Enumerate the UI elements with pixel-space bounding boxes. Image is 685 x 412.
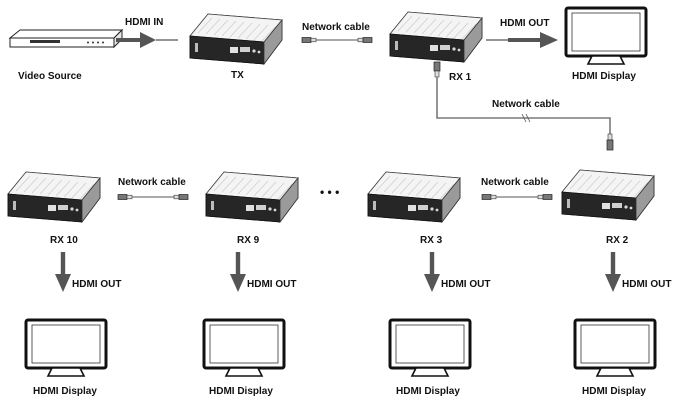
network-cable-label-mid: Network cable <box>492 99 560 110</box>
hdmi-out-label-rx3: HDMI OUT <box>441 279 490 290</box>
hdmi-display-icon <box>24 318 108 378</box>
network-cable-label-right: Network cable <box>481 177 549 188</box>
rx2-device-icon <box>561 169 655 221</box>
rx3-label: RX 3 <box>420 235 443 246</box>
hdmi-display-label-rx2: HDMI Display <box>582 386 646 397</box>
hdmi-out-label-rx10: HDMI OUT <box>72 279 121 290</box>
rx1-label: RX 1 <box>449 72 472 83</box>
network-cable-icon <box>433 61 614 151</box>
video-source-label: Video Source <box>18 71 82 82</box>
hdmi-display-label-rx9: HDMI Display <box>209 386 273 397</box>
hdmi-display-icon <box>573 318 657 378</box>
hdmi-in-arrow-icon <box>116 32 178 48</box>
network-cable-icon <box>481 193 553 201</box>
tx-label: TX <box>231 70 244 81</box>
network-cable-label-left: Network cable <box>118 177 186 188</box>
rx10-label: RX 10 <box>50 235 78 246</box>
hdmi-display-icon <box>388 318 472 378</box>
rx9-device-icon <box>205 171 299 223</box>
hdmi-out-down-arrow-icon <box>424 252 440 292</box>
video-source-player-icon <box>8 28 124 49</box>
rx10-device-icon <box>7 171 101 223</box>
network-cable-icon <box>117 193 189 201</box>
hdmi-out-down-arrow-icon <box>55 252 71 292</box>
hdmi-display-label-rx3: HDMI Display <box>396 386 460 397</box>
hdmi-out-label-rx2: HDMI OUT <box>622 279 671 290</box>
hdmi-out-down-arrow-icon <box>230 252 246 292</box>
hdmi-display-icon <box>564 6 648 66</box>
rx1-device-icon <box>389 11 483 63</box>
network-cable-icon <box>301 36 373 44</box>
hdmi-in-label: HDMI IN <box>125 17 163 28</box>
hdmi-out-label-rx9: HDMI OUT <box>247 279 296 290</box>
rx9-label: RX 9 <box>237 235 260 246</box>
hdmi-out-arrow-icon <box>486 32 558 48</box>
hdmi-display-label-rx10: HDMI Display <box>33 386 97 397</box>
hdmi-display-label-top: HDMI Display <box>572 71 636 82</box>
rx2-label: RX 2 <box>606 235 629 246</box>
hdmi-display-icon <box>202 318 286 378</box>
tx-device-icon <box>189 13 283 65</box>
more-receivers-ellipsis: • • • <box>320 185 339 199</box>
rx3-device-icon <box>367 171 461 223</box>
network-cable-label-top: Network cable <box>302 22 370 33</box>
hdmi-out-label-top: HDMI OUT <box>500 18 549 29</box>
hdmi-out-down-arrow-icon <box>605 252 621 292</box>
